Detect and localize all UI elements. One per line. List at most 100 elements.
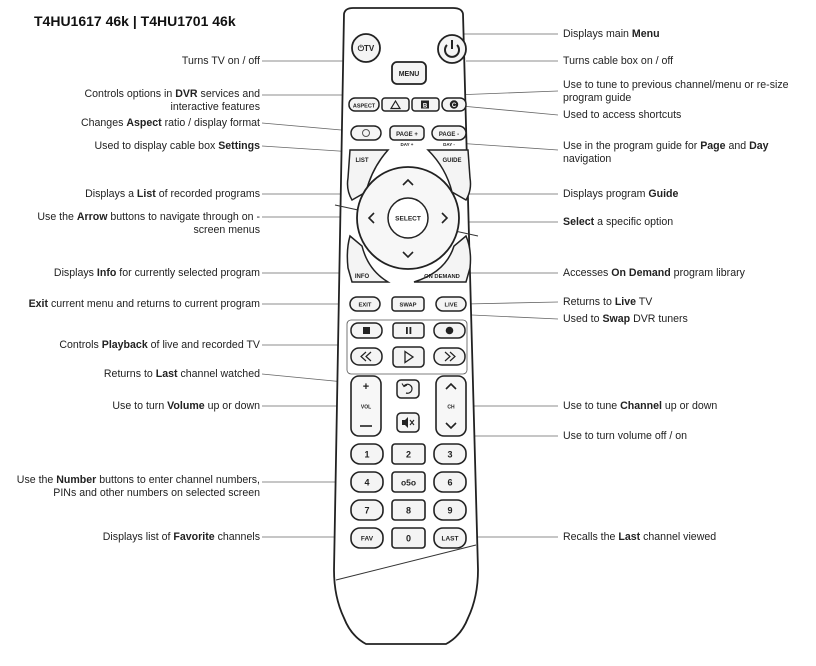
settings-button[interactable]: [350, 125, 382, 141]
menu-button[interactable]: MENU: [391, 61, 427, 85]
square-icon: [421, 100, 429, 109]
callout-right-4: Used to access shortcuts: [563, 109, 793, 122]
exit-label: EXIT: [359, 303, 372, 309]
diagram-title: T4HU1617 46k | T4HU1701 46k: [34, 13, 236, 29]
callout-right-9: Returns to Live TV: [563, 296, 793, 309]
callout-text: channels: [214, 531, 260, 543]
callout-text: Use the: [37, 211, 77, 223]
page-plus-button[interactable]: PAGE +: [389, 125, 425, 141]
num-6-label: 6: [447, 478, 452, 488]
volume-up-icon: +: [363, 381, 369, 393]
callout-text: services and interactive features: [170, 88, 260, 113]
page-plus-label: PAGE +: [396, 132, 418, 138]
info-button[interactable]: INFO: [346, 234, 391, 283]
callout-text: DVR: [175, 88, 198, 100]
callout-text: Channel: [620, 400, 662, 412]
callout-right-10: Used to Swap DVR tuners: [563, 313, 793, 326]
callout-text: of live and recorded TV: [147, 339, 260, 351]
arrow-up-icon[interactable]: [402, 178, 414, 186]
callout-left-11: Use to turn Volume up or down: [10, 400, 260, 413]
on-demand-button[interactable]: ON DEMAND: [413, 234, 472, 283]
callout-text: navigation: [563, 153, 612, 165]
callout-text: Displays list of: [102, 531, 174, 543]
arrow-left-icon[interactable]: [367, 212, 375, 224]
callout-text: a specific option: [594, 216, 674, 228]
volume-rocker[interactable]: + VOL: [350, 375, 382, 437]
callout-text: Use to tune to previous channel/menu or …: [563, 79, 789, 104]
num-2-button[interactable]: 2: [391, 443, 426, 465]
last-button[interactable]: LAST: [433, 527, 467, 549]
record-icon: [445, 326, 454, 335]
shortcut-a-button[interactable]: [381, 97, 410, 112]
aspect-button[interactable]: ASPECT: [348, 97, 380, 112]
last-channel-button[interactable]: [396, 379, 420, 399]
callout-text: Displays: [53, 267, 97, 279]
play-button[interactable]: [392, 346, 425, 368]
list-button[interactable]: LIST: [346, 149, 390, 202]
num-7-button[interactable]: 7: [350, 499, 384, 521]
arrow-down-icon[interactable]: [402, 251, 414, 259]
mute-button[interactable]: [396, 412, 420, 433]
callout-text: program library: [670, 267, 745, 279]
num-8-button[interactable]: 8: [391, 499, 426, 521]
callout-text: Accesses: [563, 267, 612, 279]
fast-forward-button[interactable]: [433, 347, 466, 366]
pause-button[interactable]: [392, 322, 425, 339]
rewind-button[interactable]: [350, 347, 383, 366]
callout-text: Playback: [101, 339, 148, 351]
callout-text: Returns to: [103, 368, 156, 380]
callout-left-2: Controls options in DVR services and int…: [40, 88, 260, 114]
tv-power-button[interactable]: ⏻TV: [351, 33, 381, 63]
shortcut-c-button[interactable]: C: [441, 97, 467, 112]
callout-text: TV: [636, 296, 653, 308]
callout-text: Day: [749, 140, 769, 152]
guide-button[interactable]: GUIDE: [426, 149, 472, 202]
callout-text: Favorite: [173, 531, 215, 543]
num-5-button[interactable]: o5o: [391, 471, 426, 493]
callout-text: channel viewed: [640, 531, 717, 543]
day-plus-label: DAY +: [401, 142, 414, 147]
exit-button[interactable]: EXIT: [349, 296, 381, 312]
callout-text: Returns to: [563, 296, 615, 308]
num-3-button[interactable]: 3: [433, 443, 467, 465]
record-button[interactable]: [433, 322, 466, 339]
shortcut-c-label: C: [452, 103, 457, 109]
num-8-label: 8: [406, 506, 411, 516]
callout-text: Used to: [563, 313, 603, 325]
num-9-button[interactable]: 9: [433, 499, 467, 521]
live-label: LIVE: [445, 303, 458, 309]
on-demand-label: ON DEMAND: [424, 274, 460, 280]
callout-text: Displays a: [85, 188, 137, 200]
channel-rocker[interactable]: CH: [435, 375, 467, 437]
channel-up-icon: [445, 382, 457, 390]
fav-button[interactable]: FAV: [350, 527, 384, 549]
select-button[interactable]: SELECT: [387, 197, 429, 239]
callout-text: Displays main: [563, 28, 632, 40]
callout-text: Displays program: [563, 188, 649, 200]
callout-text: Page: [700, 140, 726, 152]
stop-button[interactable]: [350, 322, 383, 339]
cable-power-button[interactable]: [437, 34, 467, 64]
num-4-button[interactable]: 4: [350, 471, 384, 493]
live-button[interactable]: LIVE: [435, 296, 467, 312]
callout-right-5: Use in the program guide for Page and Da…: [563, 140, 803, 166]
num-0-button[interactable]: 0: [391, 527, 426, 549]
page-minus-button[interactable]: PAGE -: [431, 125, 467, 141]
shortcut-b-button[interactable]: B: [411, 97, 440, 112]
mute-icon: [402, 417, 415, 428]
shortcut-b-label: B: [423, 104, 428, 110]
callout-text: and: [725, 140, 750, 152]
callout-left-7: Displays Info for currently selected pro…: [10, 267, 260, 280]
arrow-right-icon[interactable]: [441, 212, 449, 224]
callout-text: Controls: [59, 339, 102, 351]
day-minus-label: DAY -: [443, 142, 455, 147]
callout-right-1: Displays main Menu: [563, 28, 793, 41]
callout-text: for currently selected program: [116, 267, 260, 279]
num-6-button[interactable]: 6: [433, 471, 467, 493]
swap-button[interactable]: SWAP: [391, 296, 425, 312]
callout-text: up or down: [661, 400, 718, 412]
callout-text: Changes: [80, 117, 127, 129]
num-1-button[interactable]: 1: [350, 443, 384, 465]
num-0-label: 0: [406, 534, 411, 544]
